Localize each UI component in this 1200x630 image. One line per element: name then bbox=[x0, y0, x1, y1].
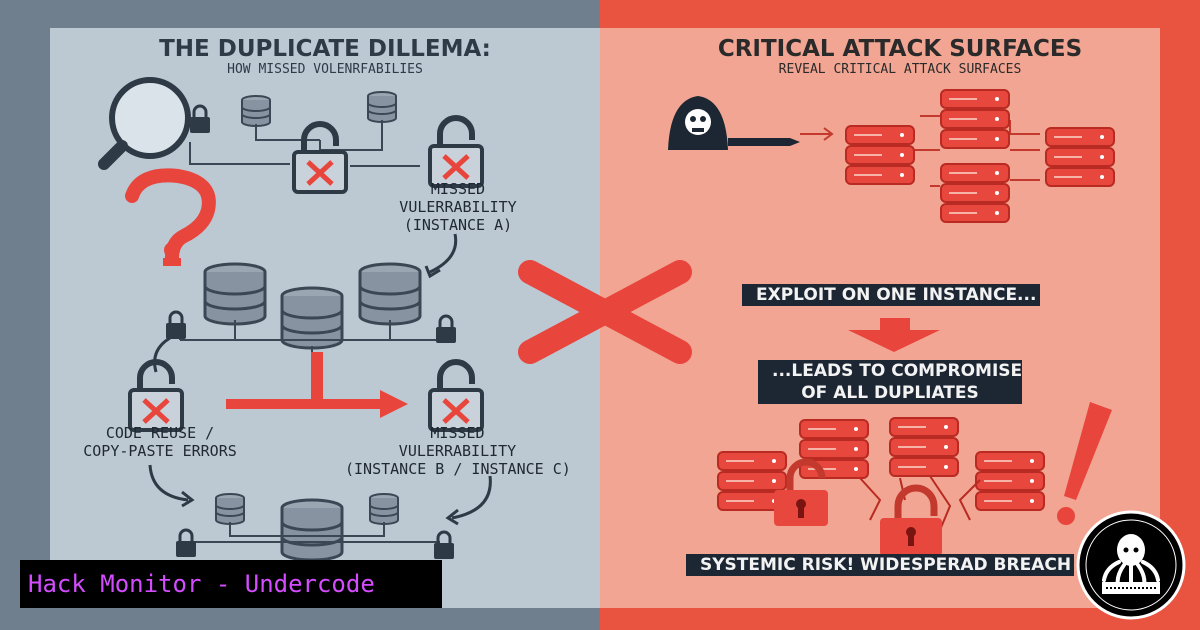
padlock-icon bbox=[430, 362, 482, 430]
database-icon bbox=[215, 493, 245, 525]
right-subtitle: REVEAL CRITICAL ATTACK SURFACES bbox=[778, 62, 1022, 77]
database-icon bbox=[358, 262, 422, 326]
left-subtitle: HOW MISSED VOLENRFABILIES bbox=[227, 62, 423, 77]
exclamation-icon bbox=[1057, 402, 1112, 525]
leads-box: ...LEADS TO COMPROMISE OF ALL DUPLIATES bbox=[758, 360, 1022, 404]
exploit-box: EXPLOIT ON ONE INSTANCE... bbox=[742, 284, 1040, 306]
broken-padlock-icon bbox=[774, 458, 828, 526]
server-icon bbox=[1045, 127, 1115, 187]
question-mark-icon bbox=[125, 168, 216, 266]
broken-padlock-icon bbox=[880, 484, 942, 556]
code-reuse-label: CODE REUSE / COPY-PASTE ERRORS bbox=[83, 424, 237, 460]
padlock-icon bbox=[294, 124, 346, 192]
database-icon bbox=[280, 498, 344, 562]
systemic-risk-box: SYSTEMIC RISK! WIDESPERAD BREACH bbox=[686, 554, 1074, 576]
server-icon bbox=[940, 163, 1010, 223]
missed-vulnerability-bc: MISSED VULERRABILITY (INSTANCE B / INSTA… bbox=[345, 424, 571, 478]
padlock-icon bbox=[430, 118, 482, 186]
left-title: THE DUPLICATE DILLEMA: bbox=[159, 36, 491, 62]
down-arrow-icon bbox=[848, 318, 940, 352]
server-icon bbox=[975, 451, 1045, 511]
magnifier-icon bbox=[98, 77, 212, 170]
server-icon bbox=[940, 89, 1010, 149]
crack-lines bbox=[859, 475, 981, 531]
padlock-icon bbox=[174, 528, 198, 559]
padlock-icon bbox=[434, 314, 458, 345]
database-icon bbox=[369, 493, 399, 525]
brand-label: Hack Monitor - Undercode bbox=[20, 560, 442, 608]
server-icon bbox=[799, 419, 869, 479]
big-x-icon bbox=[518, 260, 692, 364]
missed-vulnerability-a: MISSED VULERRABILITY (INSTANCE A) bbox=[399, 180, 517, 234]
server-icon bbox=[845, 125, 915, 185]
padlock-icon bbox=[130, 362, 182, 430]
database-icon bbox=[241, 95, 271, 127]
database-icon bbox=[203, 262, 267, 326]
red-t-arrow bbox=[226, 352, 408, 418]
database-icon bbox=[367, 91, 397, 123]
padlock-icon bbox=[164, 310, 188, 341]
hacker-skull-icon bbox=[668, 96, 800, 150]
server-icon bbox=[889, 417, 959, 477]
padlock-icon bbox=[432, 530, 456, 561]
right-title: CRITICAL ATTACK SURFACES bbox=[717, 36, 1083, 62]
octopus-logo-icon bbox=[1076, 510, 1186, 620]
